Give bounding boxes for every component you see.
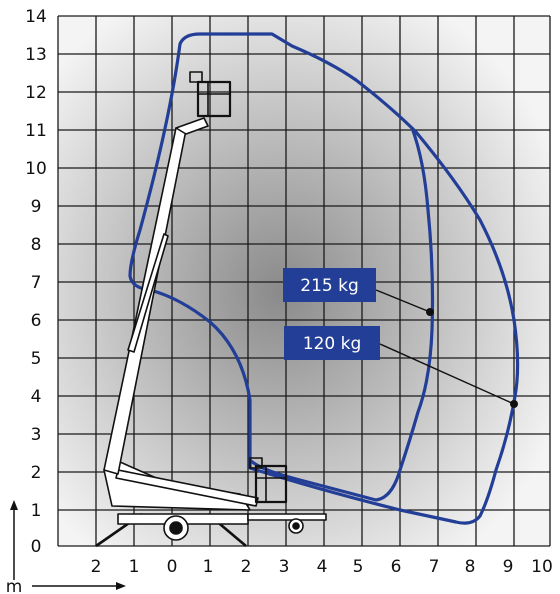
callout-120-leader — [379, 343, 515, 405]
y-tick: 6 — [31, 311, 42, 331]
x-tick: 6 — [391, 557, 402, 577]
x-tick: 2 — [241, 557, 252, 577]
x-tick: 3 — [279, 557, 290, 577]
aerial-lift-machine — [95, 71, 327, 548]
y-tick: 12 — [25, 83, 47, 103]
arrow-right-icon — [116, 582, 126, 590]
callout-215-leader — [375, 289, 431, 313]
callout-215-label: 215 kg — [300, 276, 359, 296]
x-tick: 1 — [203, 557, 214, 577]
y-axis-ticks: 0 1 2 3 4 5 6 7 8 9 10 11 12 13 14 — [25, 7, 47, 557]
y-tick: 1 — [31, 501, 42, 521]
y-tick: 0 — [31, 537, 42, 557]
x-tick: 8 — [465, 557, 476, 577]
unit-label: m — [6, 577, 23, 594]
y-tick: 11 — [25, 121, 47, 141]
x-tick: 0 — [167, 557, 178, 577]
x-tick: 5 — [353, 557, 364, 577]
x-tick: 9 — [503, 557, 514, 577]
x-tick: 10 — [531, 557, 553, 577]
y-tick: 10 — [25, 159, 47, 179]
y-tick: 14 — [25, 7, 47, 27]
y-tick: 9 — [31, 197, 42, 217]
y-tick: 4 — [31, 387, 42, 407]
y-tick: 3 — [31, 425, 42, 445]
x-tick: 4 — [317, 557, 328, 577]
inner-envelope — [248, 127, 435, 502]
y-tick: 2 — [31, 463, 42, 483]
callout-120-point — [510, 400, 518, 408]
y-tick: 7 — [31, 273, 42, 293]
outer-envelope — [128, 32, 520, 525]
callout-120-label: 120 kg — [303, 334, 362, 354]
y-tick: 8 — [31, 235, 42, 255]
callout-215-point — [426, 308, 434, 316]
arrow-up-icon — [10, 500, 18, 510]
unit-indicator: m — [6, 500, 126, 594]
callout-120-box — [284, 326, 380, 360]
callout-215-box — [283, 268, 376, 302]
x-tick: 2 — [91, 557, 102, 577]
y-tick: 5 — [31, 349, 42, 369]
x-axis-ticks: 2 1 0 1 2 3 4 5 6 7 8 9 10 — [91, 557, 553, 577]
x-tick: 7 — [429, 557, 440, 577]
x-tick: 1 — [129, 557, 140, 577]
y-tick: 13 — [25, 45, 47, 65]
